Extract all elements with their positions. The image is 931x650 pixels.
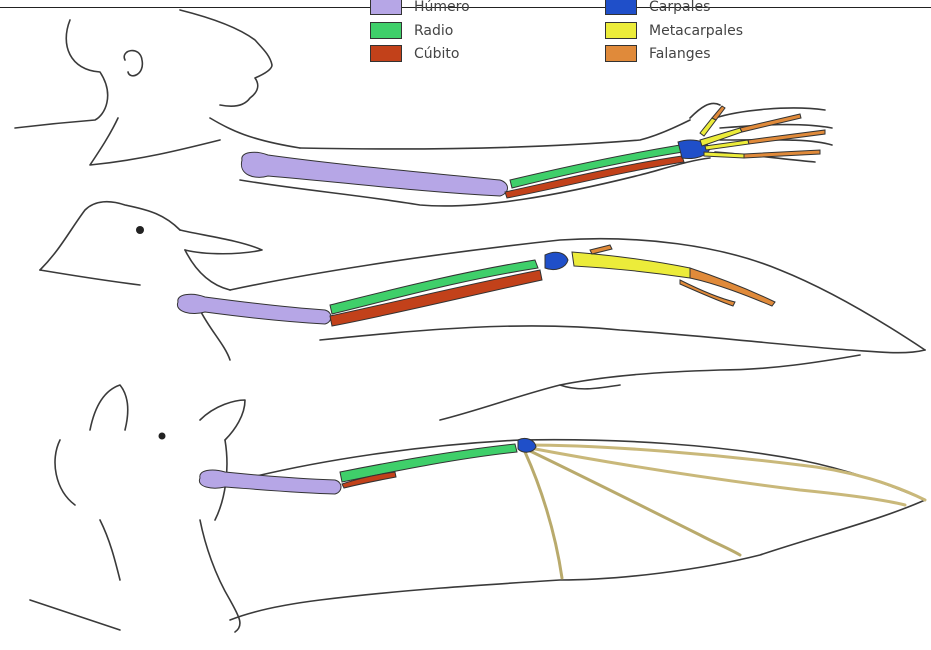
bird-humerus — [177, 294, 331, 324]
bat-radius — [340, 444, 517, 482]
legend-label-metacarpals: Metacarpales — [649, 23, 743, 39]
bat-eye — [159, 433, 166, 440]
legend-item-phalanges: Falanges — [605, 45, 710, 62]
bat-ear-right-outline — [200, 400, 245, 440]
human-arm-upper-outline — [300, 120, 690, 149]
legend-label-phalanges: Falanges — [649, 46, 710, 62]
bird-neck-outline — [40, 250, 230, 290]
legend-item-radius: Radio — [370, 22, 453, 39]
legend-swatch-ulna — [370, 45, 402, 62]
legend-swatch-metacarpals — [605, 22, 637, 39]
bird-metacarpals — [572, 252, 690, 278]
human-ear-outline — [124, 51, 142, 76]
bat-foot-outline — [30, 600, 120, 630]
bat-digit-4 — [525, 452, 562, 578]
legend-label-humerus: Húmero — [414, 0, 470, 15]
human-shoulder-outline — [210, 118, 300, 148]
bird-head-outline — [40, 202, 180, 270]
bird-figure — [40, 202, 925, 420]
human-bones — [241, 106, 825, 198]
legend-label-carpals: Carpales — [649, 0, 710, 15]
bat-digit-1 — [525, 445, 925, 500]
legend-swatch-radius — [370, 22, 402, 39]
legend-swatch-humerus — [370, 0, 402, 15]
legend-item-metacarpals: Metacarpales — [605, 22, 743, 39]
bat-finger-bones — [525, 445, 925, 578]
bat-bones — [199, 438, 536, 494]
bat-body-outline — [100, 520, 240, 632]
legend-swatch-phalanges — [605, 45, 637, 62]
legend-label-ulna: Cúbito — [414, 46, 459, 62]
bird-bones — [177, 245, 775, 326]
legend-swatch-carpals — [605, 0, 637, 15]
bird-body-outline — [200, 310, 230, 360]
legend-label-radius: Radio — [414, 23, 453, 39]
bird-wing-lower-feathers — [320, 326, 925, 420]
human-face-outline — [180, 10, 272, 106]
legend-item-ulna: Cúbito — [370, 45, 459, 62]
bird-carpals — [545, 252, 568, 269]
bat-ear-outline — [90, 385, 128, 430]
legend-item-humerus: Húmero — [370, 0, 470, 15]
human-neck-outline — [90, 118, 220, 165]
bird-eye — [136, 226, 144, 234]
bird-beak-outline — [180, 230, 262, 254]
bat-figure — [30, 385, 925, 632]
legend-item-carpals: Carpales — [605, 0, 710, 15]
human-head-outline — [15, 20, 108, 128]
human-humerus — [241, 152, 507, 196]
